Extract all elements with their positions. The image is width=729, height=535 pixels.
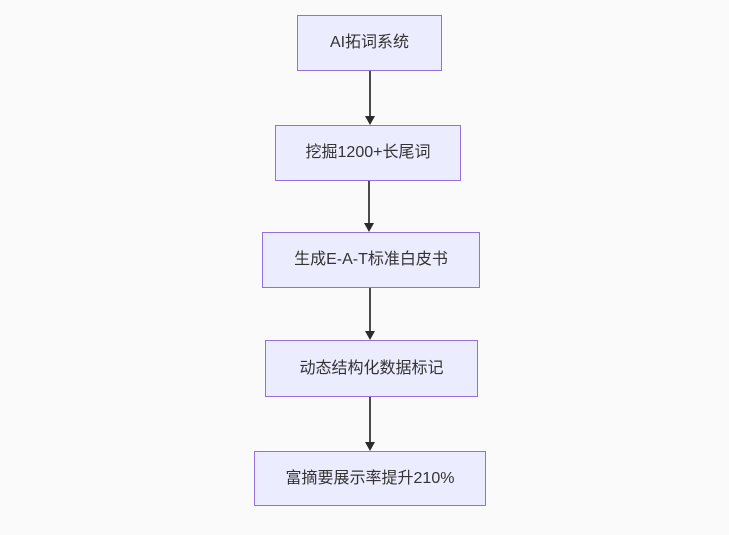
flow-node-eat-whitepaper: 生成E-A-T标准白皮书 (262, 232, 480, 288)
flow-node-label: 动态结构化数据标记 (299, 359, 444, 377)
arrow-line (369, 397, 371, 442)
flow-node-longtail-mining: 挖掘1200+长尾词 (275, 125, 461, 181)
arrow-head-icon (365, 331, 375, 340)
flow-node-ai-keyword-system: AI拓词系统 (297, 15, 442, 71)
flow-arrow (364, 288, 376, 340)
flow-arrow (363, 181, 375, 232)
arrow-line (369, 71, 371, 116)
arrow-line (368, 181, 370, 223)
arrow-head-icon (365, 442, 375, 451)
arrow-line (369, 288, 371, 331)
flow-node-label: 富摘要展示率提升210% (285, 469, 455, 487)
flow-arrow (364, 71, 376, 125)
flow-node-label: 生成E-A-T标准白皮书 (294, 251, 448, 269)
flow-node-label: AI拓词系统 (329, 34, 410, 52)
flow-arrow (364, 397, 376, 451)
flow-node-structured-data-markup: 动态结构化数据标记 (265, 340, 478, 397)
arrow-head-icon (365, 116, 375, 125)
arrow-head-icon (364, 223, 374, 232)
flow-node-label: 挖掘1200+长尾词 (305, 144, 431, 162)
flow-node-rich-snippet-result: 富摘要展示率提升210% (254, 451, 486, 506)
